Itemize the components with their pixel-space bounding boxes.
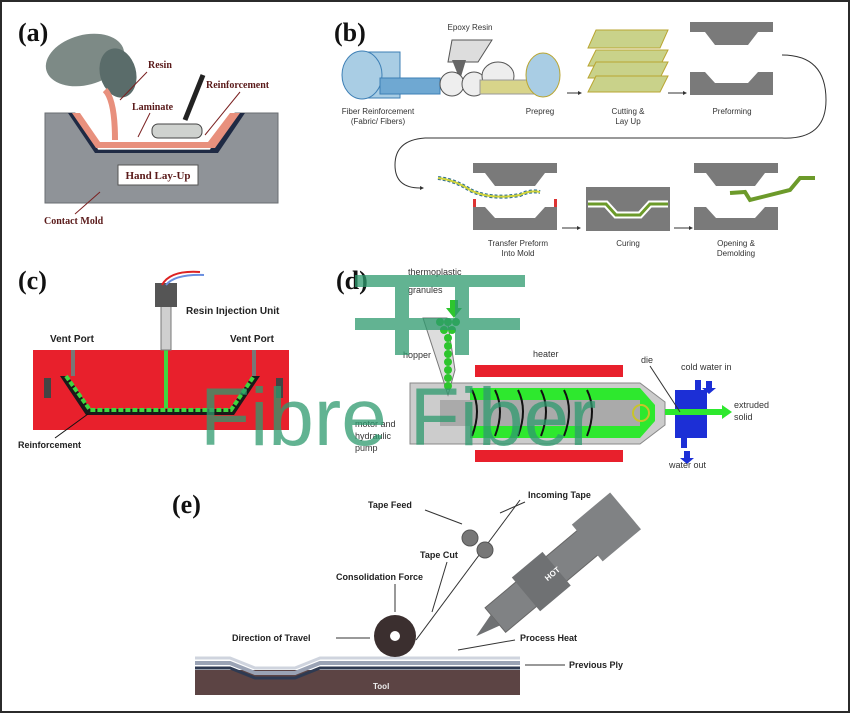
extruded-label-2: solid	[734, 412, 753, 422]
reinforcement-path	[64, 374, 256, 412]
epoxy-resin-label: Epoxy Resin	[448, 23, 493, 32]
step-label: Fiber Reinforcement	[342, 107, 415, 116]
motor-label-1: motor and	[355, 419, 396, 429]
step-label: Prepreg	[526, 107, 554, 116]
tool-label: Tool	[373, 682, 389, 691]
step-label: Lay Up	[615, 117, 641, 126]
panel-a-diagram: Hand Lay-Up Resin Reinforcement Laminate…	[44, 33, 279, 227]
reinforcement-label: Reinforcement	[206, 80, 270, 91]
tape-cut-label: Tape Cut	[420, 550, 458, 560]
laminate-label: Laminate	[132, 102, 174, 113]
resin-stream	[102, 87, 118, 141]
motor-label-3: pump	[355, 443, 378, 453]
ply-stack	[195, 661, 520, 675]
step-label: Curing	[616, 239, 640, 248]
motor-label-2: hydraulic	[355, 431, 392, 441]
heater-bottom	[475, 450, 623, 462]
step-label: Cutting &	[612, 107, 646, 116]
tool	[195, 670, 520, 695]
panel-a-title: Hand Lay-Up	[125, 170, 190, 182]
panel-d-diagram: thermoplastic granules hopper heater die…	[355, 267, 769, 470]
granules-label-2: granules	[408, 285, 443, 295]
step-label: Opening &	[717, 239, 755, 248]
reinforcement-label: Reinforcement	[18, 440, 81, 450]
injection-unit-label: Resin Injection Unit	[186, 306, 280, 317]
panel-a-label: (a)	[18, 18, 49, 47]
direction-label: Direction of Travel	[232, 633, 311, 643]
process-steps: Fiber Reinforcement (Fabric/ Fibers) Pre…	[342, 107, 756, 258]
step-label: (Fabric/ Fibers)	[351, 117, 406, 126]
granules-label-1: thermoplastic	[408, 267, 462, 277]
panel-b-label: (b)	[334, 18, 366, 47]
step-label: Transfer Preform	[488, 239, 548, 248]
contact-mold-label: Contact Mold	[44, 216, 104, 227]
heater-label: heater	[533, 349, 559, 359]
step-label: Preforming	[712, 107, 751, 116]
resin-label: Resin	[148, 60, 172, 71]
extruded-label-1: extruded	[734, 400, 769, 410]
water-out-label: water out	[668, 460, 707, 470]
incoming-tape	[415, 499, 521, 641]
die-label: die	[641, 355, 653, 365]
incoming-tape-label: Incoming Tape	[528, 490, 591, 500]
vent-port-left-label: Vent Port	[50, 334, 95, 345]
roller	[151, 123, 203, 139]
step-label: Demolding	[717, 249, 755, 258]
process-heat-label: Process Heat	[520, 633, 577, 643]
previous-ply-label: Previous Ply	[569, 660, 623, 670]
screw-flights	[471, 389, 593, 437]
panel-c-diagram: Resin Injection Unit Vent Port Vent Port…	[18, 270, 289, 450]
step-label: Into Mold	[502, 249, 535, 258]
heat-torch: HOT	[476, 492, 641, 637]
tape-feed-label: Tape Feed	[368, 500, 412, 510]
consolidation-label: Consolidation Force	[336, 572, 423, 582]
hopper-label: hopper	[403, 350, 431, 360]
panel-e-label: (e)	[172, 490, 201, 519]
cold-water-label: cold water in	[681, 362, 732, 372]
panel-c-label: (c)	[18, 266, 47, 295]
vent-port-right-label: Vent Port	[230, 334, 275, 345]
heater-top	[475, 365, 623, 377]
panel-b-diagram: Epoxy Resin Fiber Reinforcement (Fabric/…	[341, 22, 827, 258]
